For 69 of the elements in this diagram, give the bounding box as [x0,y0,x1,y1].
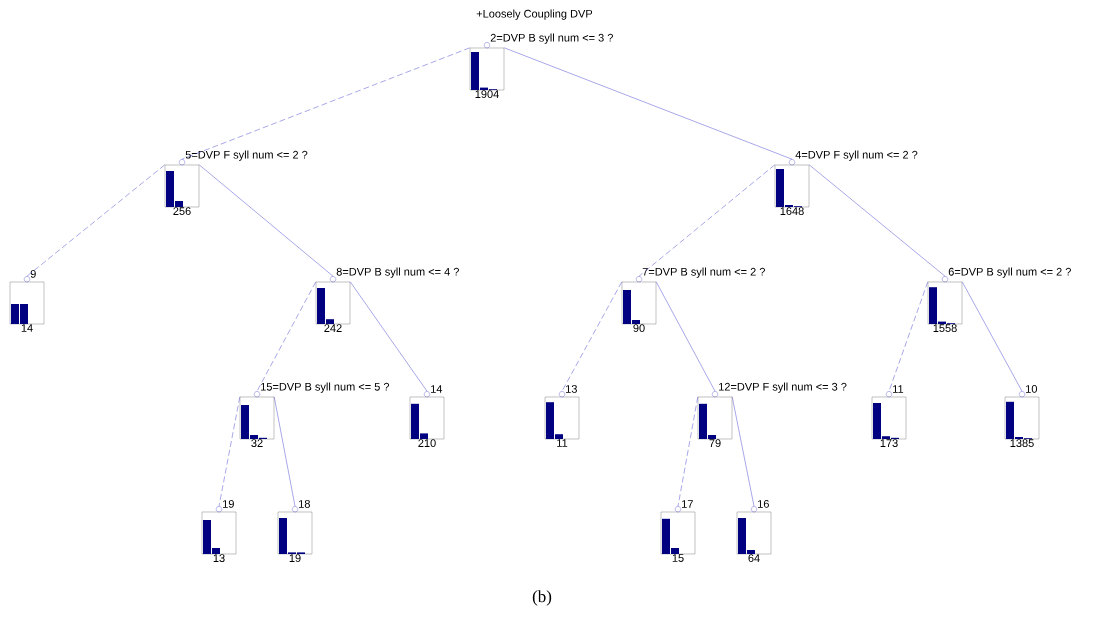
node-label: 32 [251,439,263,447]
node-label: 256 [173,207,191,215]
tree-title: +Loosely Coupling DVP [476,9,593,20]
node-label: 15=DVP B syll num <= 5 ? [261,382,390,393]
branch-line [808,164,946,277]
node-label: 1904 [475,90,499,98]
node-label: 13 [566,385,577,393]
tree-node: 16 64 [736,500,772,562]
node-label: 15 [672,554,684,562]
branch-line [181,47,471,160]
tree-node: 4=DVP F syll num <= 2 ? 1648 [774,150,918,215]
node-label: 19 [223,500,234,508]
tree-node: 7=DVP B syll num <= 2 ? 90 [621,267,765,332]
node-label: 14 [431,385,443,393]
tree-node: 6=DVP B syll num <= 2 ? 1558 [927,267,1071,332]
node-label: 1558 [933,324,957,332]
branch-line [561,281,623,392]
node-label: 7=DVP B syll num <= 2 ? [642,267,765,278]
node-label: 19 [289,554,301,562]
tree-node: 10 1385 [1004,385,1040,447]
node-label: 2=DVP B syll num <= 3 ? [490,33,613,44]
node-label: 16 [758,500,769,508]
tree-node: 13 11 [544,385,580,447]
node-label: 5=DVP F syll num <= 2 ? [185,150,308,161]
node-label: 1385 [1010,439,1034,447]
tree-node: 18 19 [277,500,313,562]
node-label: 79 [709,439,721,447]
node-label: 12=DVP F syll num <= 3 ? [719,382,847,393]
branch-line [503,47,793,160]
tree-node: 14 210 [409,385,445,447]
node-label: 4=DVP F syll num <= 2 ? [795,150,918,161]
branch-line [198,164,334,277]
tree-node: 15=DVP B syll num <= 5 ? 32 [239,382,390,447]
tree-node: 9 14 [9,270,45,332]
node-label: 64 [748,554,760,562]
node-label: 6=DVP B syll num <= 2 ? [948,267,1071,278]
branch-line [677,396,699,507]
branch-line [655,281,716,392]
node-label: 9 [30,270,36,278]
node-label: 10 [1026,385,1038,393]
node-label: 13 [213,554,225,562]
branch-line [273,396,296,507]
node-label: 173 [880,439,898,447]
tree-node: 12=DVP F syll num <= 3 ? 79 [697,382,847,447]
node-label: 11 [893,385,904,393]
tree-node: 17 15 [660,500,696,562]
tree-node: 19 13 [201,500,237,562]
branch-line [26,164,166,277]
tree-node: 8=DVP B syll num <= 4 ? 242 [315,267,459,332]
tree-node: 2=DVP B syll num <= 3 ? 1904 [469,33,613,98]
tree-node: 11 173 [871,385,907,447]
node-label: 90 [633,324,645,332]
node-label: 17 [682,500,693,508]
branch-line [638,164,776,277]
tree-node: 5=DVP F syll num <= 2 ? 256 [164,150,308,215]
branch-line [218,396,241,507]
node-label: 1648 [780,207,804,215]
branch-line [961,281,1023,392]
node-label: 8=DVP B syll num <= 4 ? [336,267,459,278]
node-label: 18 [299,500,310,508]
node-label: 11 [557,439,568,447]
branch-line [731,396,755,507]
caption: (b) [532,590,552,606]
node-label: 14 [21,324,33,332]
node-label: 242 [324,324,342,332]
branch-line [349,281,428,392]
node-label: 210 [418,439,436,447]
branch-line [888,281,929,392]
branch-line [256,281,317,392]
